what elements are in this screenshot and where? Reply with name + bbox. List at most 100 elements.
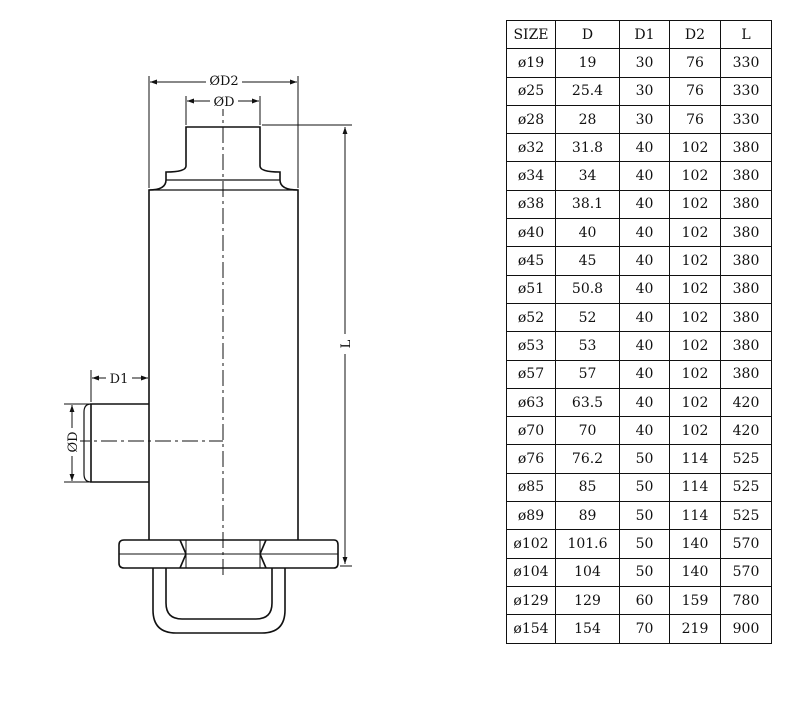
dim-d1-label: D1 — [110, 372, 129, 387]
cell-size: ø89 — [506, 501, 556, 531]
cell-d: 129 — [555, 585, 620, 616]
cell-size: ø52 — [506, 302, 556, 333]
header-size: SIZE — [506, 19, 556, 50]
cell-size: ø34 — [506, 161, 556, 191]
cell-d1: 30 — [619, 104, 670, 135]
cell-d2: 102 — [669, 133, 721, 163]
cell-d: 89 — [555, 501, 620, 531]
cell-l: 900 — [720, 614, 772, 644]
dim-d-side-label: ØD — [66, 431, 81, 452]
cell-size: ø51 — [506, 274, 556, 304]
cell-d: 28 — [555, 104, 620, 135]
dim-d-top-label: ØD — [213, 95, 234, 110]
cell-size: ø40 — [506, 218, 556, 248]
cell-d: 63.5 — [555, 387, 620, 418]
cell-d1: 70 — [619, 614, 670, 644]
cell-size: ø53 — [506, 331, 556, 361]
side-inlet — [90, 403, 149, 483]
cell-l: 380 — [720, 331, 772, 361]
cell-d1: 40 — [619, 302, 670, 333]
cell-d: 50.8 — [555, 274, 620, 304]
cell-size: ø104 — [506, 557, 556, 587]
cell-size: ø25 — [506, 76, 556, 106]
dim-d2-label: ØD2 — [209, 74, 238, 89]
cell-d2: 102 — [669, 416, 721, 446]
cell-d: 38.1 — [555, 189, 620, 220]
cell-l: 525 — [720, 501, 772, 531]
cell-d1: 40 — [619, 359, 670, 389]
cell-d: 104 — [555, 557, 620, 587]
cell-l: 380 — [720, 218, 772, 248]
cell-d: 31.8 — [555, 133, 620, 163]
cell-d: 101.6 — [555, 529, 620, 559]
cell-size: ø102 — [506, 529, 556, 559]
header-d1: D1 — [619, 19, 670, 50]
cell-d: 57 — [555, 359, 620, 389]
cell-d2: 140 — [669, 529, 721, 559]
cell-d2: 76 — [669, 104, 721, 135]
cell-d1: 60 — [619, 585, 670, 616]
cell-size: ø28 — [506, 104, 556, 135]
cell-l: 380 — [720, 161, 772, 191]
cell-d2: 102 — [669, 387, 721, 418]
cell-d2: 102 — [669, 331, 721, 361]
cell-l: 330 — [720, 76, 772, 106]
cell-d1: 30 — [619, 76, 670, 106]
cell-size: ø70 — [506, 416, 556, 446]
cell-size: ø63 — [506, 387, 556, 418]
cell-d2: 102 — [669, 189, 721, 220]
cell-d2: 114 — [669, 501, 721, 531]
cell-d: 52 — [555, 302, 620, 333]
cell-d2: 102 — [669, 218, 721, 248]
cell-l: 330 — [720, 48, 772, 78]
cell-size: ø154 — [506, 614, 556, 644]
cell-size: ø19 — [506, 48, 556, 78]
cell-d1: 40 — [619, 218, 670, 248]
cell-d2: 102 — [669, 302, 721, 333]
cell-l: 380 — [720, 246, 772, 276]
cell-l: 570 — [720, 529, 772, 559]
cell-d1: 40 — [619, 274, 670, 304]
cell-d: 85 — [555, 472, 620, 503]
cell-d2: 76 — [669, 48, 721, 78]
cell-d: 70 — [555, 416, 620, 446]
cell-l: 570 — [720, 557, 772, 587]
cell-d: 53 — [555, 331, 620, 361]
cell-d1: 50 — [619, 444, 670, 474]
cell-d1: 40 — [619, 189, 670, 220]
cell-d: 19 — [555, 48, 620, 78]
cell-d1: 50 — [619, 529, 670, 559]
cell-d1: 40 — [619, 416, 670, 446]
cell-l: 380 — [720, 189, 772, 220]
cell-l: 380 — [720, 302, 772, 333]
wire-handle — [152, 568, 286, 634]
cell-d1: 50 — [619, 501, 670, 531]
cell-size: ø85 — [506, 472, 556, 503]
cell-l: 380 — [720, 133, 772, 163]
cell-d2: 102 — [669, 359, 721, 389]
header-d: D — [555, 19, 620, 50]
cell-d2: 102 — [669, 274, 721, 304]
cell-l: 380 — [720, 359, 772, 389]
cell-d1: 30 — [619, 48, 670, 78]
cell-d2: 159 — [669, 585, 721, 616]
bottom-flange — [118, 539, 339, 569]
cell-size: ø32 — [506, 133, 556, 163]
